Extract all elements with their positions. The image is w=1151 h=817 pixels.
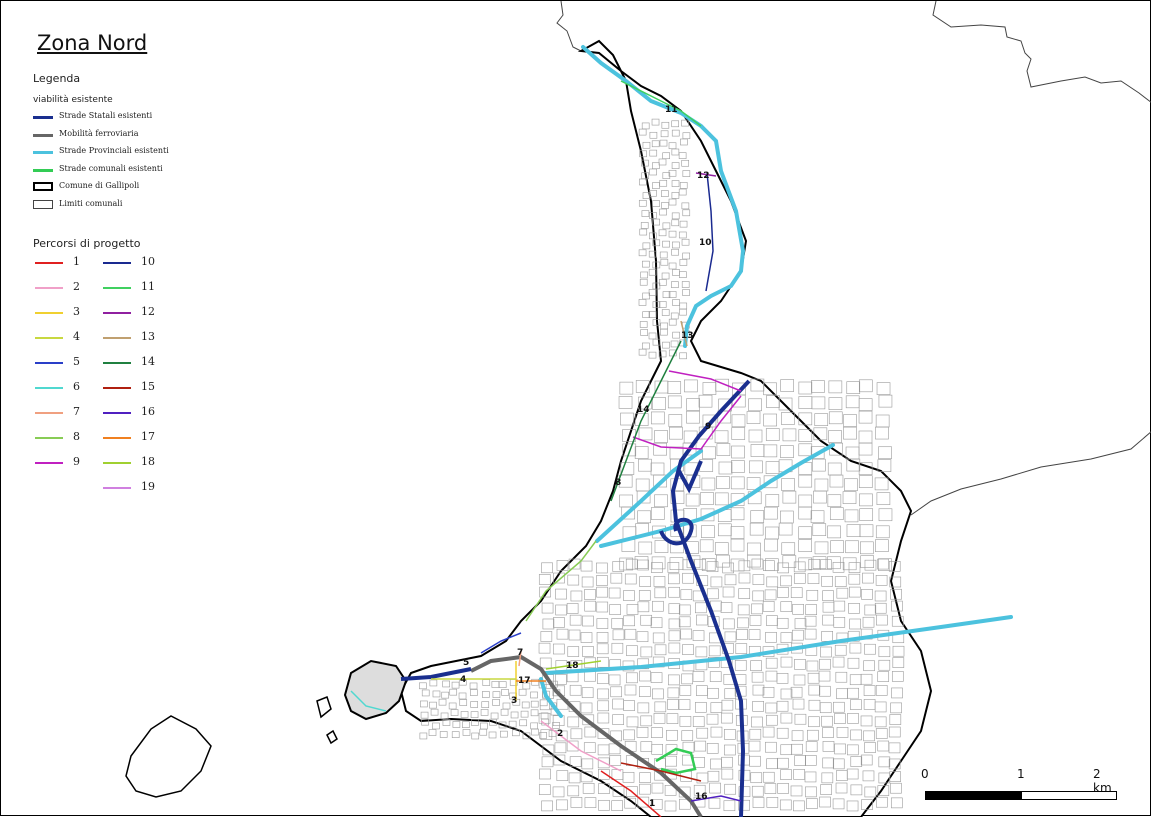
legend-line-swatch — [35, 262, 63, 264]
legend-line-swatch — [103, 337, 131, 339]
legend-line-swatch — [35, 362, 63, 364]
legend-item-label: 8 — [73, 430, 80, 443]
urban-fabric — [419, 118, 905, 812]
small-islet — [326, 729, 338, 745]
legend-item-label: Mobilità ferroviaria — [59, 128, 139, 138]
legend-item-label: 16 — [141, 405, 155, 418]
legend-item-label: 4 — [73, 330, 80, 343]
map-title: Zona Nord — [37, 31, 148, 55]
legend-item-label: 12 — [141, 305, 155, 318]
legend-item-label: Limiti comunali — [59, 198, 123, 208]
municipal-roads — [655, 747, 697, 775]
old-town-island — [343, 659, 408, 721]
legend-line-swatch — [103, 287, 131, 289]
legend-item-label: Strade Provinciali esistenti — [59, 146, 169, 155]
route-label: 2 — [557, 729, 563, 739]
legend-line-swatch — [33, 116, 53, 119]
route-label: 9 — [705, 422, 711, 432]
legend-item-label: 18 — [141, 455, 155, 468]
legend-line-swatch — [103, 362, 131, 364]
legend-item-label: 15 — [141, 380, 155, 393]
state-roads — [400, 379, 751, 817]
legend-line-swatch — [35, 337, 63, 339]
legend-item-label: 9 — [73, 455, 80, 468]
legend-item-label: 7 — [73, 405, 80, 418]
legend-line-swatch — [103, 487, 131, 489]
legend-line-swatch — [33, 168, 53, 172]
legend-box-swatch — [33, 182, 53, 191]
legend-box-swatch — [33, 199, 53, 209]
legend-line-swatch — [103, 262, 131, 264]
legend-item-label: 2 — [73, 280, 80, 293]
legend-item-label: 11 — [141, 280, 155, 293]
legend-line-swatch — [103, 412, 131, 414]
municipal-boundaries — [556, 1, 1151, 516]
legend-line-swatch — [35, 312, 63, 314]
route-label: 7 — [517, 648, 523, 658]
legend-item-label: 5 — [73, 355, 80, 368]
route-label: 13 — [681, 331, 694, 341]
legend-item-label: 19 — [141, 480, 155, 493]
legend-line-swatch — [103, 387, 131, 389]
legend-line-swatch — [35, 437, 63, 439]
legend-group-existing: viabilità esistente — [33, 95, 113, 105]
legend-existing: Legenda viabilità esistente Strade Stata… — [25, 69, 237, 215]
legend-line-swatch — [33, 133, 53, 137]
legend-item-label: 1 — [73, 255, 80, 268]
route-label: 14 — [637, 405, 650, 415]
railway — [470, 654, 703, 817]
legend-line-swatch — [103, 437, 131, 439]
project-routes — [350, 80, 742, 817]
legend-item-label: 14 — [141, 355, 155, 368]
offshore-island — [125, 715, 212, 798]
commune-outline — [399, 39, 933, 817]
legend-item-label: Comune di Gallipoli — [59, 181, 140, 190]
legend-item-label: 17 — [141, 430, 155, 443]
legend-line-swatch — [35, 287, 63, 289]
route-label: 18 — [566, 661, 579, 671]
route-label: 1 — [649, 799, 655, 809]
legend-line-swatch — [103, 462, 131, 464]
legend-item-label: Strade Statali esistenti — [59, 111, 153, 120]
route-label: 11 — [665, 105, 678, 115]
legend-group-project: Percorsi di progetto — [33, 237, 141, 250]
legend-item-label: 13 — [141, 330, 155, 343]
legend-heading: Legenda — [33, 72, 81, 85]
legend-item-label: 10 — [141, 255, 155, 268]
legend-line-swatch — [103, 312, 131, 314]
route-label: 4 — [460, 675, 466, 685]
scale-segment-white — [1021, 791, 1117, 800]
route-label: 17 — [518, 676, 531, 686]
legend-line-swatch — [33, 151, 53, 154]
legend-line-swatch — [35, 412, 63, 414]
route-label: 16 — [695, 792, 708, 802]
provincial-roads — [539, 45, 1013, 718]
legend-item-label: Strade comunali esistenti — [59, 163, 163, 173]
small-islet — [316, 696, 332, 719]
legend-item-label: 6 — [73, 380, 80, 393]
legend-line-swatch — [35, 462, 63, 464]
route-labels: 11 12 10 13 14 9 8 5 7 18 3 4 17 2 16 1 — [460, 105, 712, 809]
scale-label-0: 0 — [921, 767, 929, 781]
scale-label-1: 1 — [1017, 767, 1025, 781]
route-label: 3 — [511, 696, 517, 706]
route-label: 10 — [699, 238, 712, 248]
legend-line-swatch — [35, 387, 63, 389]
scale-bar: 0 1 2 km — [921, 767, 1121, 807]
legend-item-label: 3 — [73, 305, 80, 318]
scale-segment-black — [925, 791, 1021, 800]
route-label: 12 — [697, 171, 710, 181]
route-label: 5 — [463, 658, 469, 668]
route-label: 8 — [615, 478, 621, 488]
